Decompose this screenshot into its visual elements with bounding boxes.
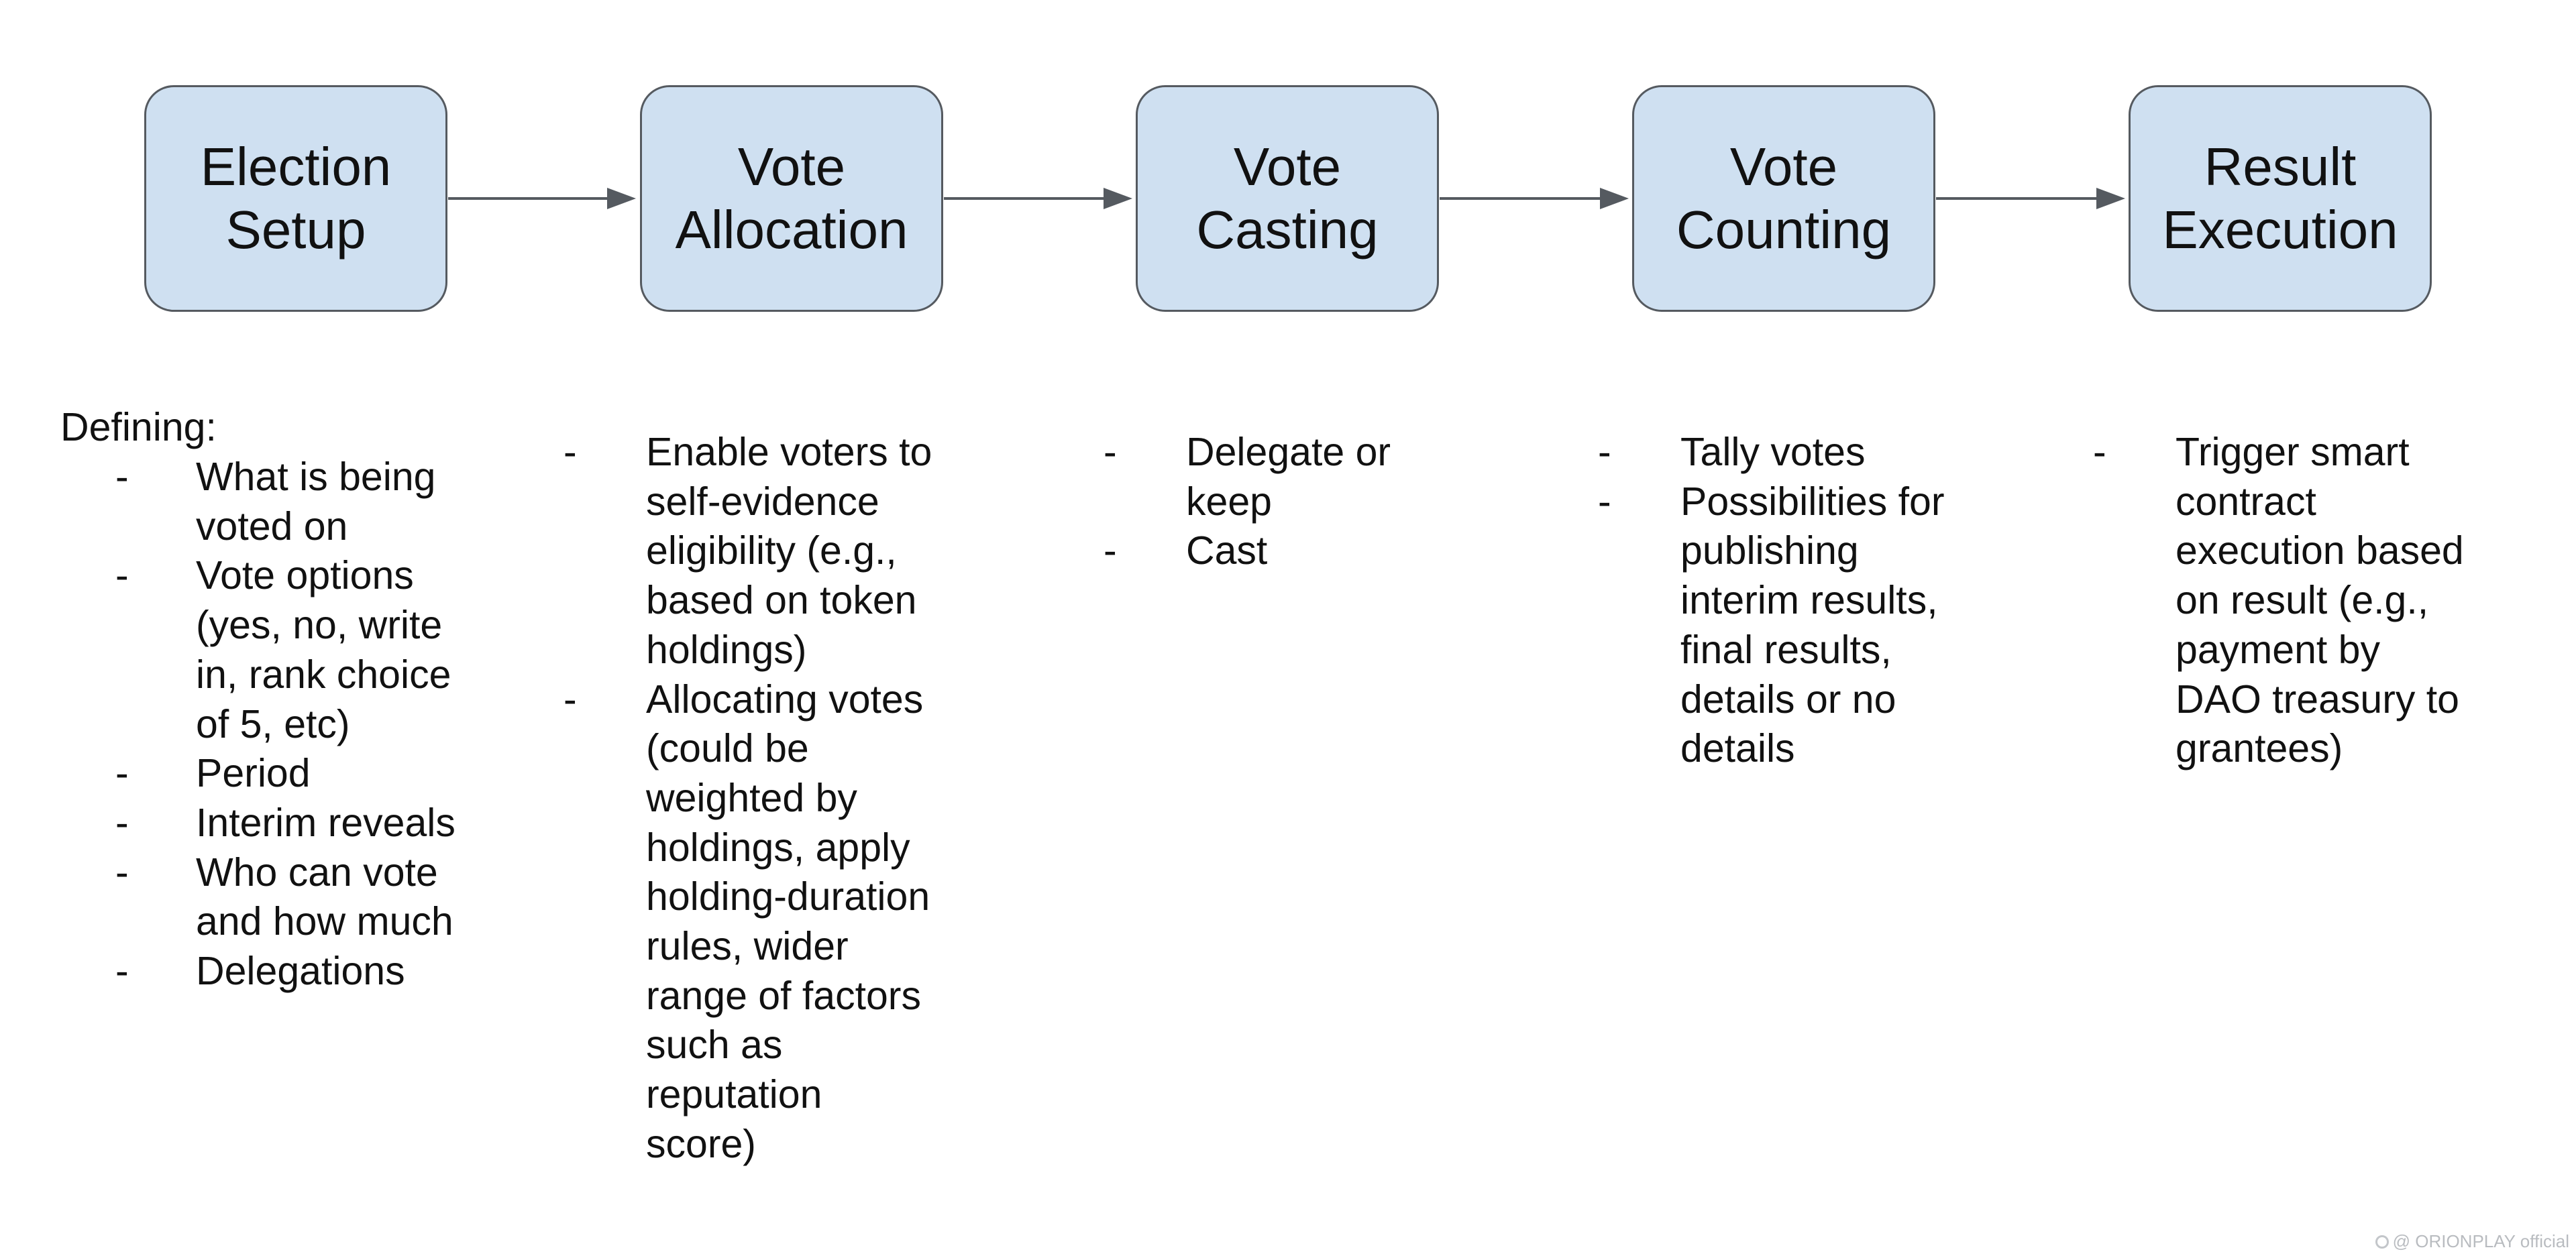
allocation-details: - Enable voters to self-evidence eligibi… — [564, 428, 1033, 1169]
list-item-text: Delegate or keep — [1186, 430, 1391, 524]
stage-title: Vote Casting — [1196, 137, 1379, 260]
setup-details: - What is being voted on - Vote options … — [115, 453, 518, 996]
stage-title: Vote Counting — [1676, 137, 1892, 260]
stage-vote-counting: Vote Counting — [1632, 85, 1935, 312]
watermark-text: @ ORIONPLAY official — [2392, 1231, 2569, 1251]
bullet-dash: - — [1104, 528, 1117, 573]
list-item-text: What is being voted on — [196, 455, 436, 549]
list-item-text: Delegations — [196, 949, 405, 994]
bullet-dash: - — [115, 455, 129, 499]
bullet-dash: - — [564, 430, 577, 474]
list-item-text: Period — [196, 751, 311, 796]
execution-details: - Trigger smart contract execution based… — [2093, 428, 2563, 774]
watermark: @ ORIONPLAY official — [2375, 1231, 2569, 1252]
list-item: - Trigger smart contract execution based… — [2093, 428, 2563, 774]
stage-election-setup: Election Setup — [144, 85, 447, 312]
stage-vote-casting: Vote Casting — [1136, 85, 1439, 312]
setup-details-heading: Defining: — [60, 405, 217, 449]
stage-vote-allocation: Vote Allocation — [640, 85, 943, 312]
bullet-dash: - — [115, 751, 129, 796]
list-item: - Possibilities for publishing interim r… — [1598, 477, 2027, 774]
list-item-text: Enable voters to self-evidence eligibili… — [646, 430, 932, 672]
list-item: - What is being voted on — [115, 453, 518, 551]
arrow-casting-to-counting — [1440, 188, 1629, 209]
stage-result-execution: Result Execution — [2129, 85, 2432, 312]
list-item: - Delegations — [115, 947, 518, 996]
bullet-dash: - — [1598, 430, 1611, 474]
list-item-text: Cast — [1186, 528, 1268, 573]
stage-title: Result Execution — [2162, 137, 2398, 260]
list-item: - Cast — [1104, 526, 1506, 576]
bullet-dash: - — [1104, 430, 1117, 474]
list-item-text: Possibilities for publishing interim res… — [1680, 479, 1945, 771]
list-item: - Delegate or keep — [1104, 428, 1506, 526]
bullet-dash: - — [115, 850, 129, 895]
casting-details: - Delegate or keep - Cast — [1104, 428, 1506, 576]
bullet-dash: - — [115, 949, 129, 994]
stage-title: Election Setup — [200, 137, 392, 260]
list-item-text: Who can vote and how much — [196, 850, 453, 944]
list-item-text: Tally votes — [1680, 430, 1866, 474]
bullet-dash: - — [564, 677, 577, 722]
list-item-text: Trigger smart contract execution based o… — [2176, 430, 2464, 771]
bullet-dash: - — [2093, 430, 2106, 474]
list-item-text: Allocating votes (could be weighted by h… — [646, 677, 930, 1166]
list-item: - Enable voters to self-evidence eligibi… — [564, 428, 1033, 675]
list-item-text: Vote options (yes, no, write in, rank ch… — [196, 553, 451, 746]
list-item: - Tally votes — [1598, 428, 2027, 477]
arrow-allocation-to-casting — [944, 188, 1132, 209]
list-item: - Vote options (yes, no, write in, rank … — [115, 551, 518, 749]
list-item: - Who can vote and how much — [115, 848, 518, 947]
list-item: - Allocating votes (could be weighted by… — [564, 675, 1033, 1169]
list-item-text: Interim reveals — [196, 800, 455, 845]
list-item: - Interim reveals — [115, 799, 518, 848]
watermark-logo-icon — [2375, 1235, 2389, 1249]
bullet-dash: - — [1598, 479, 1611, 524]
arrow-setup-to-allocation — [448, 188, 636, 209]
bullet-dash: - — [115, 553, 129, 598]
list-item: - Period — [115, 749, 518, 799]
arrow-counting-to-execution — [1936, 188, 2125, 209]
bullet-dash: - — [115, 800, 129, 845]
stage-title: Vote Allocation — [675, 137, 908, 260]
counting-details: - Tally votes - Possibilities for publis… — [1598, 428, 2027, 774]
